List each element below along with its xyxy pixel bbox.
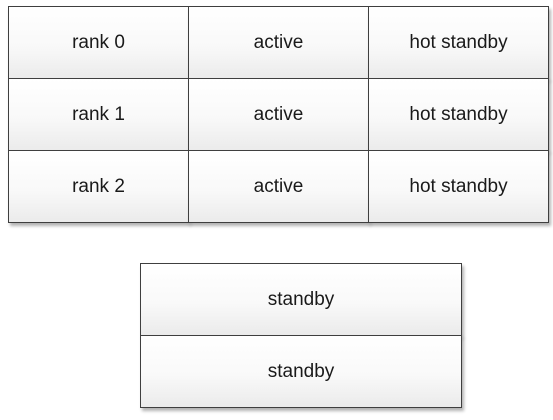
rank-table: rank 0 active hot standby rank 1 active … <box>8 6 549 223</box>
rank-state-cell: active <box>188 6 369 79</box>
rank-state-cell: active <box>188 150 369 223</box>
rank-backup-cell: hot standby <box>368 150 549 223</box>
rank-name-cell: rank 0 <box>8 6 189 79</box>
rank-backup-cell: hot standby <box>368 78 549 151</box>
standby-cell: standby <box>140 335 462 408</box>
standby-pool: standby standby <box>140 263 462 408</box>
rank-name-cell: rank 2 <box>8 150 189 223</box>
rank-state-cell: active <box>188 78 369 151</box>
rank-backup-cell: hot standby <box>368 6 549 79</box>
rank-name-cell: rank 1 <box>8 78 189 151</box>
standby-cell: standby <box>140 263 462 336</box>
